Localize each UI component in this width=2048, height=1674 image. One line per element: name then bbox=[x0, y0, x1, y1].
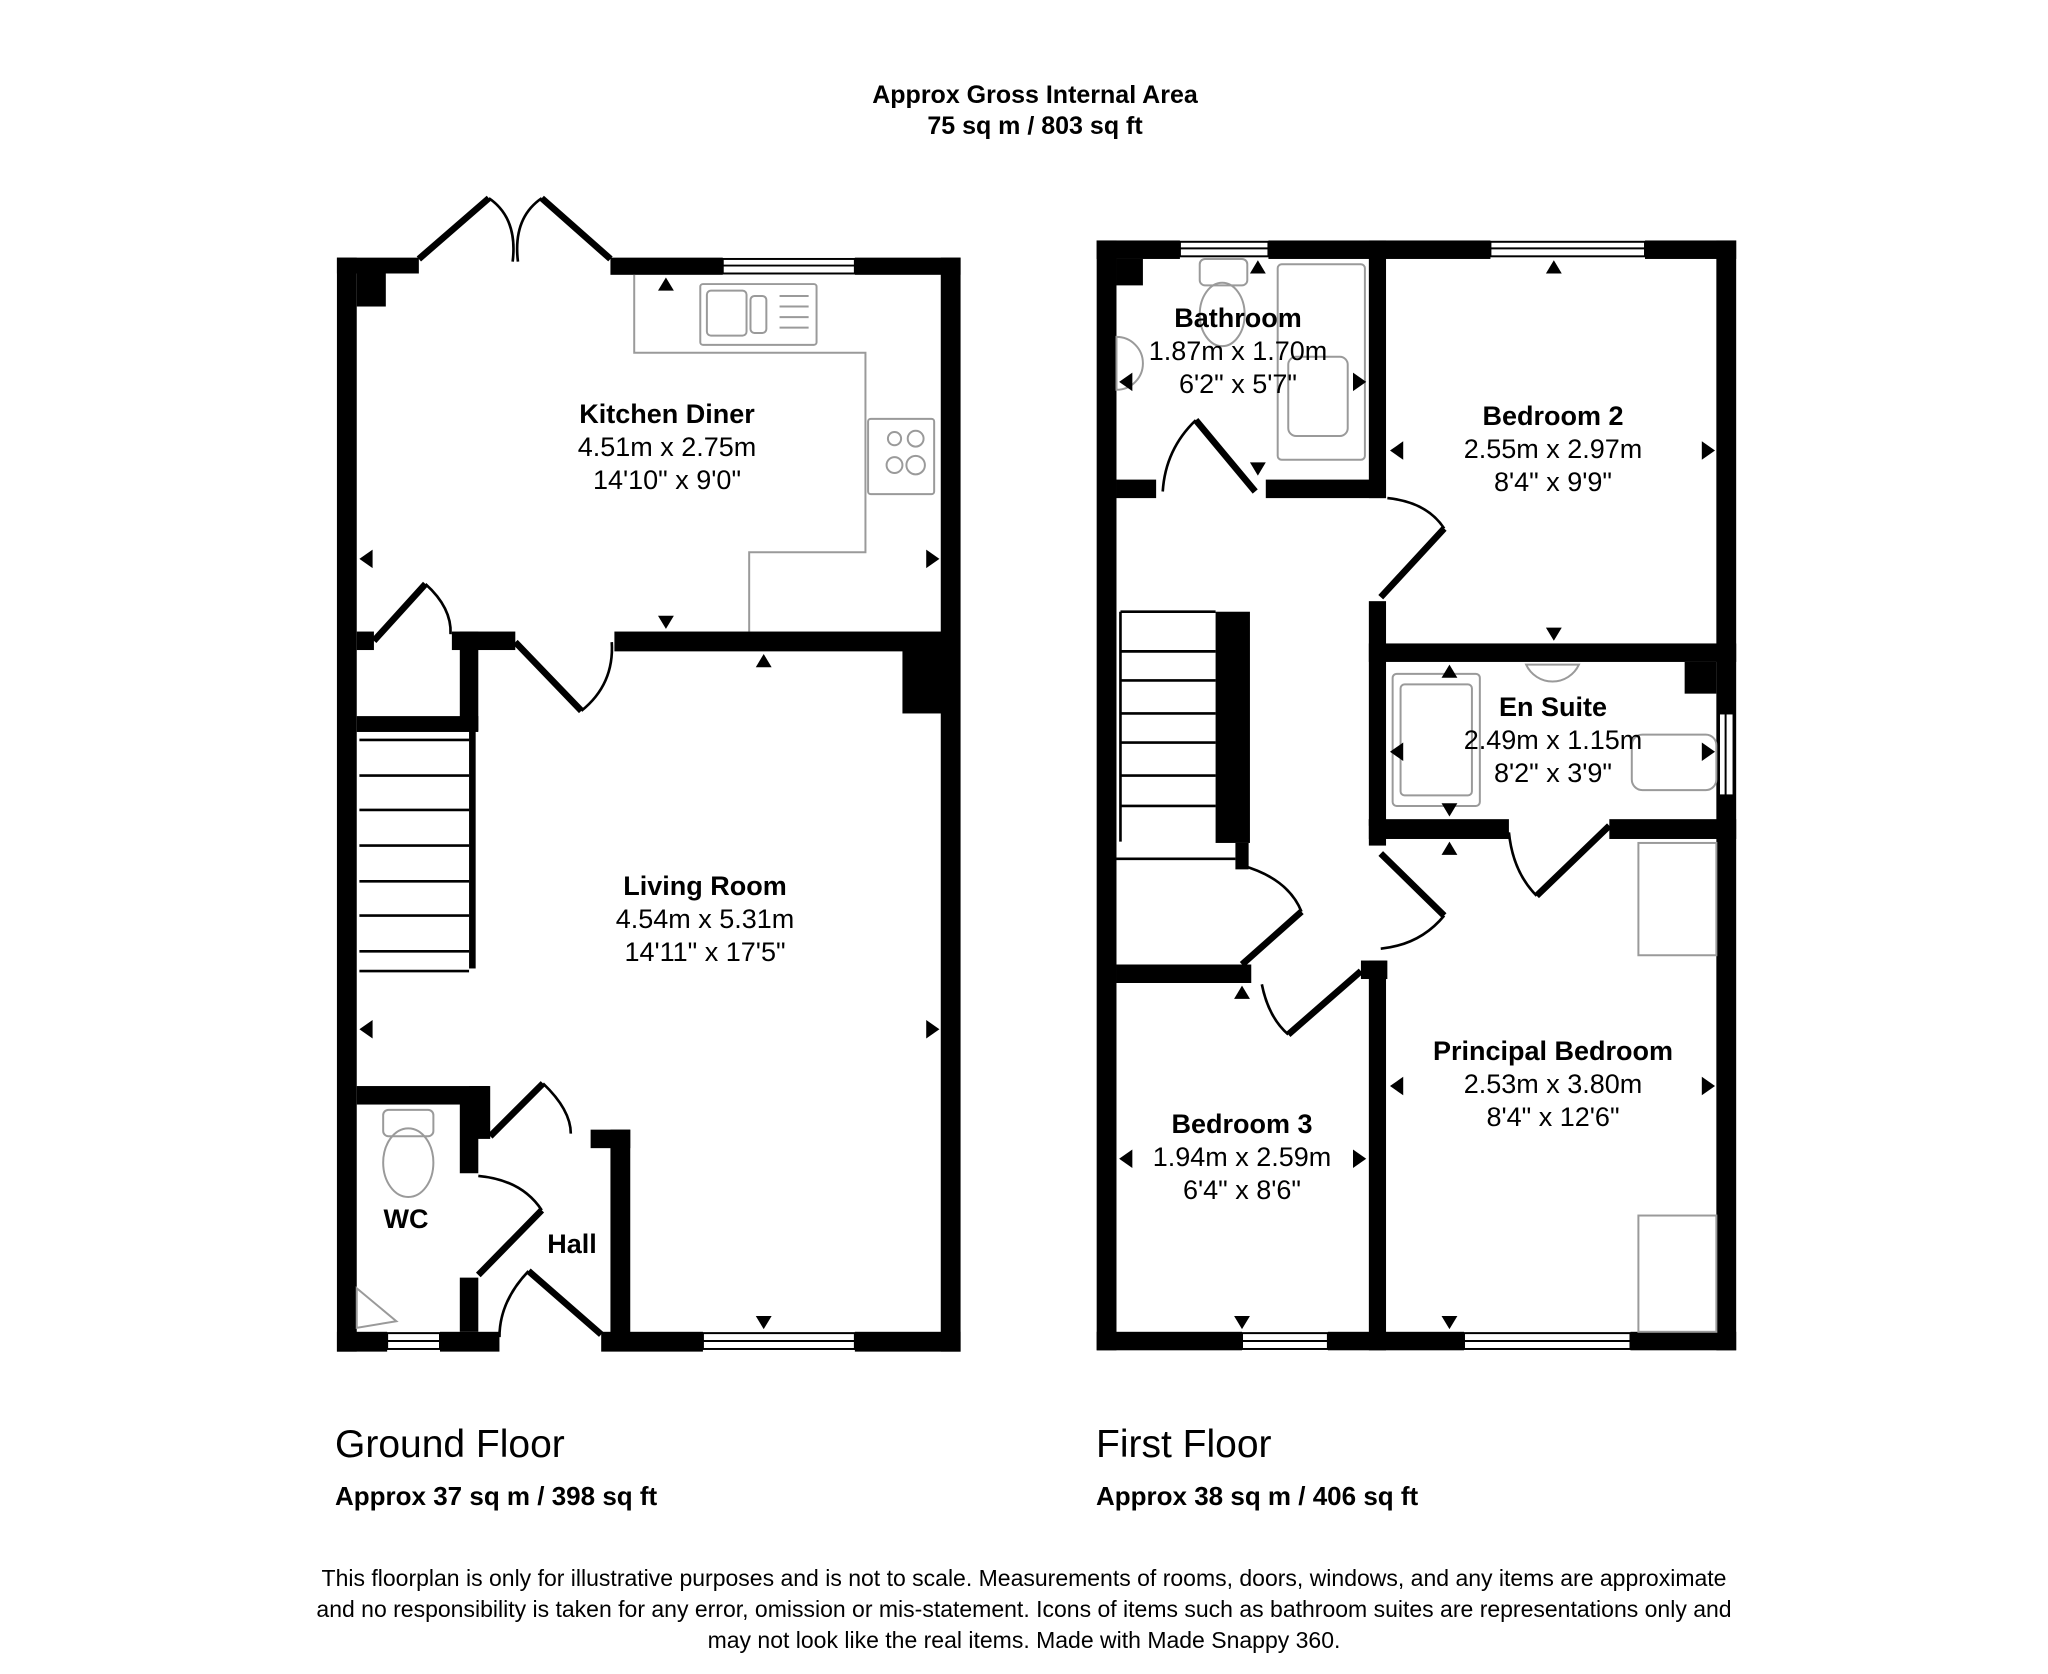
room-imperial: 8'4" x 9'9" bbox=[1493, 467, 1613, 497]
ground-floor-area: Approx 37 sq m / 398 sq ft bbox=[335, 1481, 658, 1511]
room-name: Bedroom 2 bbox=[1482, 401, 1624, 431]
room-imperial: 6'2" x 5'7" bbox=[1178, 369, 1298, 399]
ground-floor-markers bbox=[359, 277, 940, 1330]
room-metric: 1.87m x 1.70m bbox=[1148, 336, 1328, 366]
room-living-room: Living Room 4.54m x 5.31m 14'11" x 17'5" bbox=[616, 870, 795, 969]
first-floor-fixtures bbox=[1115, 257, 1718, 1333]
first-floor-doors bbox=[1161, 418, 1612, 1038]
ground-floor-label: Ground Floor bbox=[335, 1423, 565, 1466]
room-hall: Hall bbox=[547, 1229, 597, 1259]
room-bathroom: Bathroom 1.87m x 1.70m 6'2" x 5'7" bbox=[1149, 302, 1328, 401]
room-imperial: 8'4" x 12'6" bbox=[1486, 1102, 1620, 1132]
room-name: Principal Bedroom bbox=[1432, 1036, 1674, 1066]
first-floor-windows bbox=[1178, 240, 1735, 1350]
first-floor-markers bbox=[1119, 260, 1716, 1330]
ground-floor-stairs bbox=[359, 738, 470, 973]
room-en-suite: En Suite 2.49m x 1.15m 8'2" x 3'9" bbox=[1464, 691, 1643, 790]
ground-floor-windows bbox=[386, 257, 856, 1350]
gross-area-value: 75 sq m / 803 sq ft bbox=[927, 112, 1143, 140]
kitchen-fixtures bbox=[355, 274, 936, 1330]
room-imperial: 14'11" x 17'5" bbox=[624, 937, 786, 967]
room-metric: 4.54m x 5.31m bbox=[615, 904, 795, 934]
first-floor-area: Approx 38 sq m / 406 sq ft bbox=[1096, 1481, 1419, 1511]
disclaimer-line-1: This floorplan is only for illustrative … bbox=[321, 1565, 1727, 1591]
room-metric: 2.53m x 3.80m bbox=[1463, 1069, 1643, 1099]
gross-area-title: Approx Gross Internal Area bbox=[872, 81, 1198, 109]
room-bedroom-2: Bedroom 2 2.55m x 2.97m 8'4" x 9'9" bbox=[1464, 400, 1643, 499]
room-bedroom-3: Bedroom 3 1.94m x 2.59m 6'4" x 8'6" bbox=[1153, 1108, 1332, 1207]
room-imperial: 8'2" x 3'9" bbox=[1493, 758, 1613, 788]
room-metric: 2.55m x 2.97m bbox=[1463, 434, 1643, 464]
room-wc: WC bbox=[383, 1204, 429, 1234]
ground-floor-doors bbox=[371, 195, 614, 1338]
room-name: Living Room bbox=[623, 871, 787, 901]
room-name: En Suite bbox=[1498, 692, 1607, 722]
disclaimer: This floorplan is only for illustrative … bbox=[0, 1563, 2048, 1656]
room-name: Kitchen Diner bbox=[579, 399, 755, 429]
room-metric: 4.51m x 2.75m bbox=[577, 432, 757, 462]
first-floor-stairs bbox=[1116, 610, 1236, 861]
disclaimer-line-3: may not look like the real items. Made w… bbox=[707, 1627, 1341, 1653]
disclaimer-line-2: and no responsibility is taken for any e… bbox=[316, 1596, 1732, 1622]
room-kitchen-diner: Kitchen Diner 4.51m x 2.75m 14'10" x 9'0… bbox=[578, 398, 757, 497]
room-imperial: 14'10" x 9'0" bbox=[592, 465, 742, 495]
room-name: Bedroom 3 bbox=[1171, 1109, 1313, 1139]
room-principal-bedroom: Principal Bedroom 2.53m x 3.80m 8'4" x 1… bbox=[1433, 1035, 1673, 1134]
room-metric: 1.94m x 2.59m bbox=[1152, 1142, 1332, 1172]
room-metric: 2.49m x 1.15m bbox=[1463, 725, 1643, 755]
room-name: Bathroom bbox=[1174, 303, 1302, 333]
first-floor-label: First Floor bbox=[1096, 1423, 1272, 1466]
ground-floor-plan bbox=[336, 257, 961, 1352]
room-imperial: 6'4" x 8'6" bbox=[1182, 1175, 1302, 1205]
